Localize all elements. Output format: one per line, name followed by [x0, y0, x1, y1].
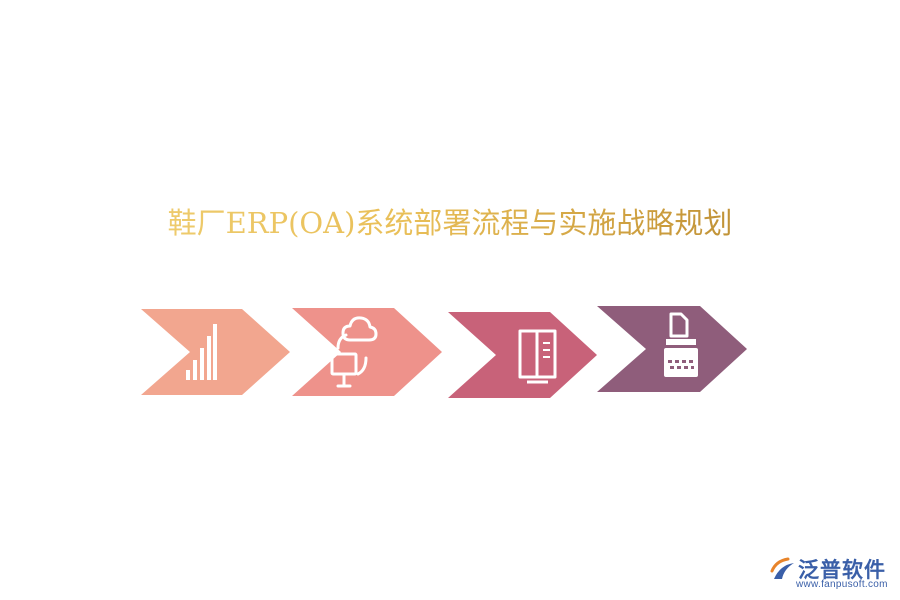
- typewriter-icon: [664, 312, 698, 377]
- page-title: 鞋厂ERP(OA)系统部署流程与实施战略规划: [0, 203, 900, 243]
- step-2-chevron: [292, 308, 442, 396]
- logo-name: 泛普软件: [798, 558, 886, 582]
- logo-url: www.fanpusoft.com: [796, 579, 888, 590]
- fanpu-logo-icon: [770, 557, 794, 579]
- step-3: [448, 312, 597, 398]
- bar-chart-icon: [186, 324, 217, 380]
- step-4: [597, 306, 747, 392]
- cloud-sync-monitor-icon: [330, 316, 378, 388]
- fanpu-logo: 泛普软件 www.fanpusoft.com: [768, 552, 893, 592]
- step-2: [292, 308, 442, 396]
- step-3-chevron: [448, 312, 597, 398]
- book-icon: [518, 329, 557, 384]
- step-1: [141, 309, 290, 395]
